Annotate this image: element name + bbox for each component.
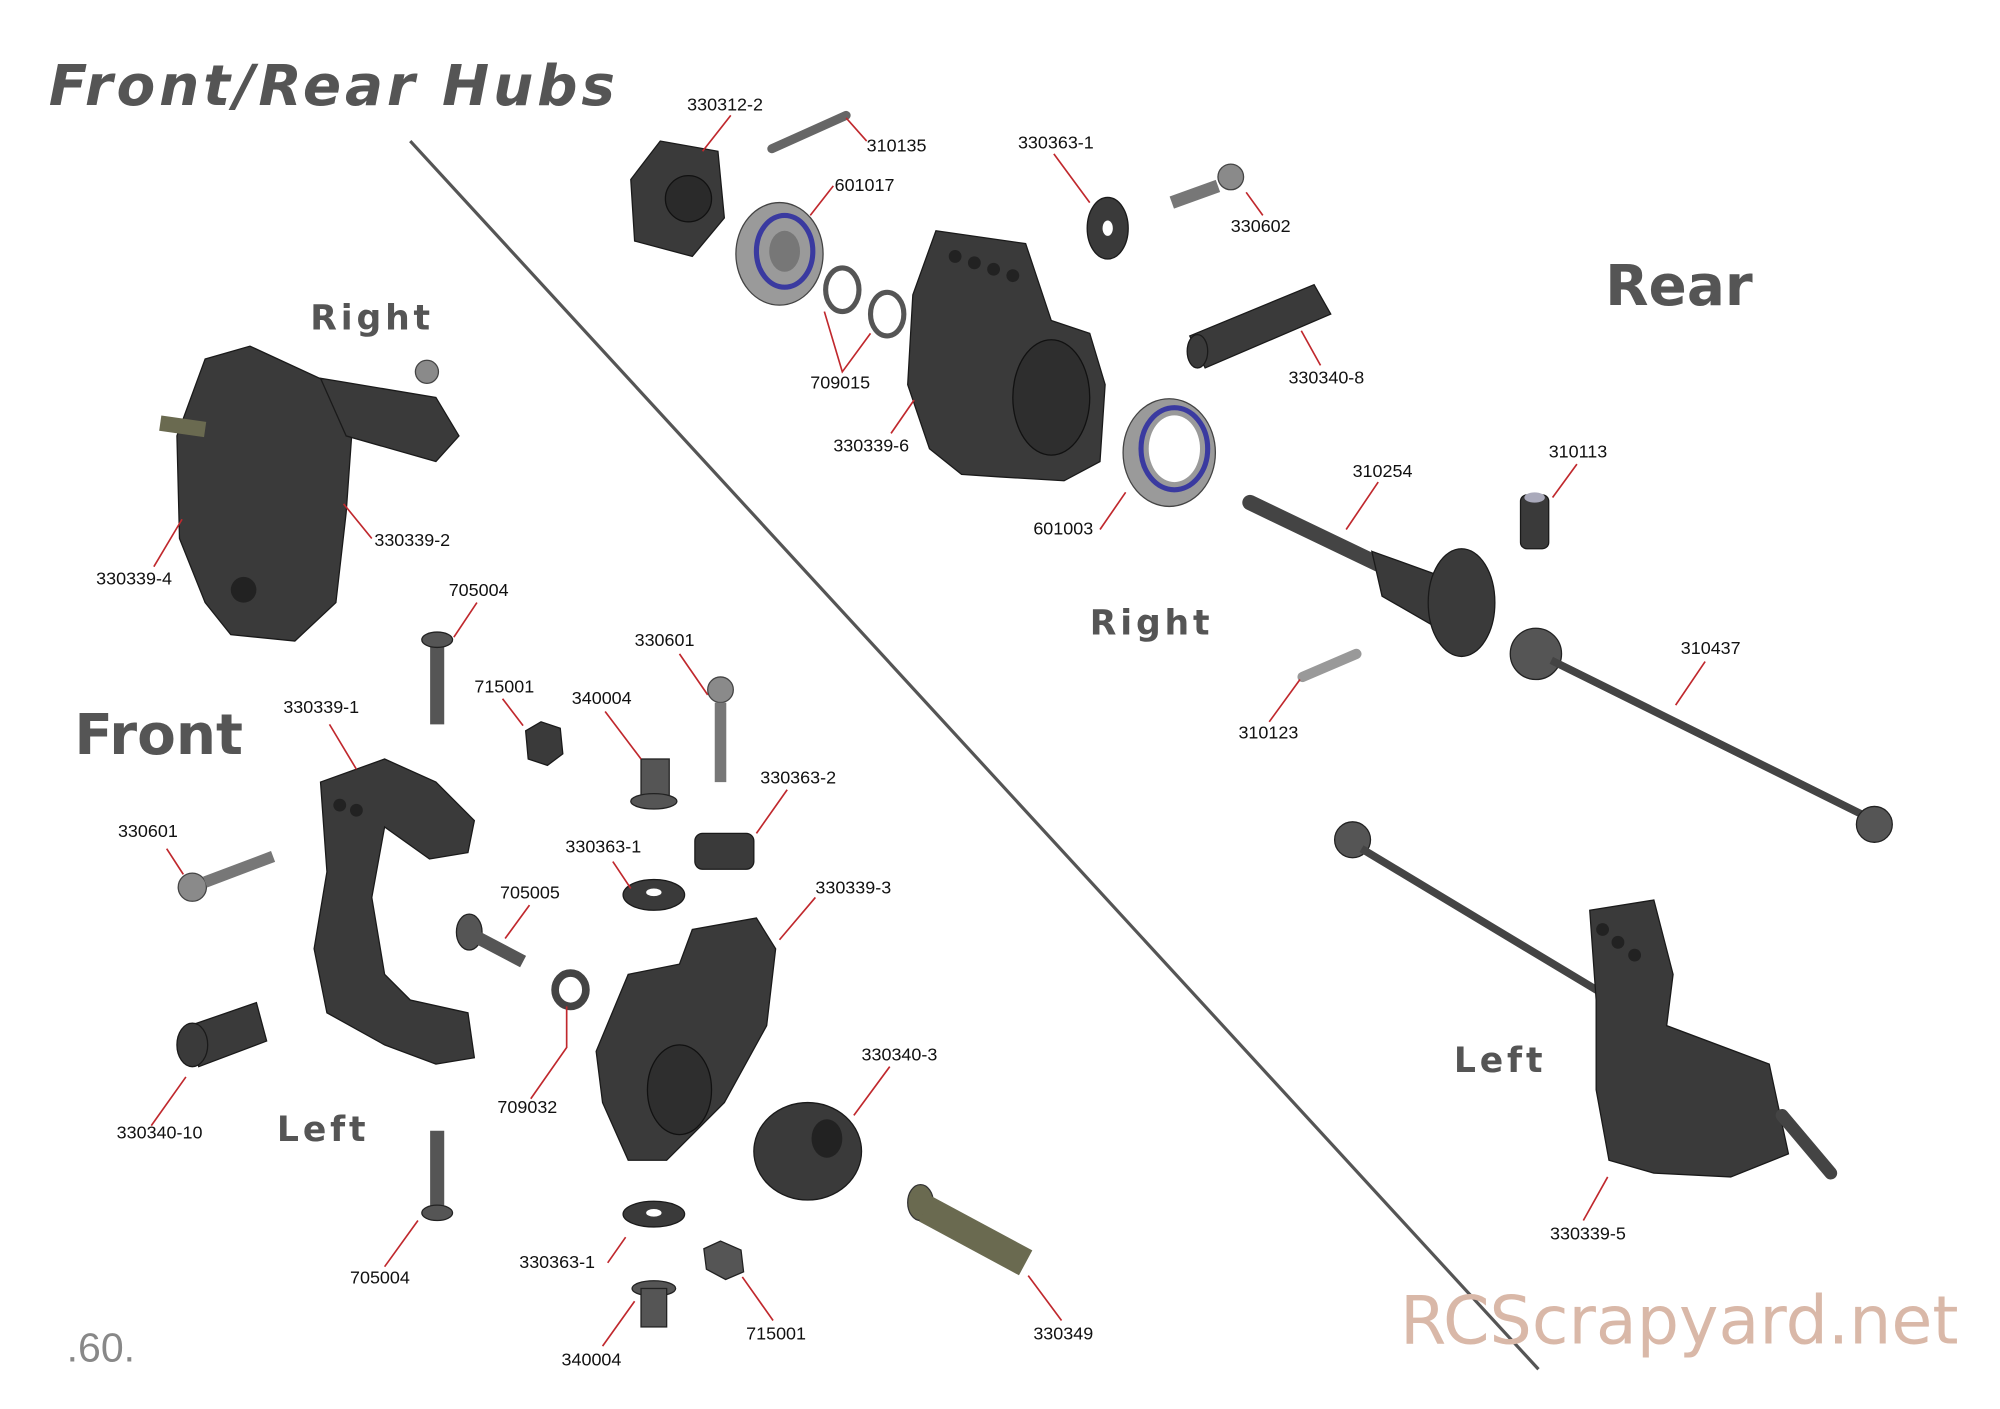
pin-part (767, 110, 851, 154)
spacer-part (176, 1001, 268, 1068)
rear-left-hub-part (1589, 899, 1838, 1180)
part-label: 330363-1 (519, 1252, 595, 1272)
part-label: 705005 (500, 883, 560, 903)
bushing-part (631, 1280, 677, 1328)
part-label: 705004 (449, 580, 509, 600)
part-label: 330363-1 (1018, 133, 1094, 153)
ball-stud-part (177, 851, 276, 902)
spacer-part (694, 832, 755, 870)
part-label: 310123 (1238, 722, 1298, 742)
driveshaft-part (1509, 627, 1893, 843)
part-label: 330340-10 (117, 1122, 203, 1142)
part-label: 330339-5 (1550, 1224, 1626, 1244)
screw-part (421, 631, 454, 725)
pin-part (1297, 648, 1362, 683)
part-label: 310113 (1549, 442, 1608, 462)
spacer-part (1186, 283, 1332, 369)
nut-part (524, 721, 564, 767)
part-label: 310135 (867, 135, 927, 155)
rear-hub-carrier-part (907, 230, 1106, 482)
section-rear-left: Left (1454, 1041, 1547, 1081)
part-label: 310437 (1681, 638, 1741, 658)
section-rear: Rear (1605, 254, 1753, 319)
part-label: 330339-4 (96, 569, 172, 589)
part-label: 715001 (746, 1324, 806, 1344)
part-label: 601003 (1033, 519, 1093, 539)
nut-part (703, 1240, 745, 1281)
leader-lines (150, 114, 1706, 1347)
driveshaft-part (1333, 821, 1605, 997)
part-label: 330601 (635, 630, 695, 650)
part-label: 340004 (562, 1349, 622, 1369)
part-label: 330363-1 (565, 837, 641, 857)
caster-block-part (313, 758, 476, 1065)
part-label: 709032 (497, 1097, 557, 1117)
section-rear-right: Right (1090, 604, 1214, 644)
ball-stud-part (1169, 163, 1245, 209)
screw-part (421, 1130, 454, 1222)
part-label: 330312-2 (687, 94, 763, 114)
part-label: 705004 (350, 1267, 410, 1287)
bearing-part (1122, 398, 1217, 508)
part-label: 340004 (572, 688, 632, 708)
page-title: Front/Rear Hubs (49, 54, 619, 119)
part-labels: 330312-2 310135 601017 709015 330339-6 3… (96, 94, 1740, 1369)
washer-part (622, 878, 686, 911)
bushing-part (630, 758, 678, 810)
washer-part (622, 1200, 686, 1228)
axle-stub-part (907, 1183, 1033, 1276)
hub-carrier-part (753, 1101, 863, 1201)
part-label: 330340-3 (862, 1044, 938, 1064)
part-label: 330349 (1033, 1324, 1093, 1344)
hex-hub-part (630, 140, 726, 258)
divider-line (409, 139, 1540, 1371)
axle-part (1242, 494, 1496, 658)
part-label: 330340-8 (1288, 367, 1364, 387)
part-label: 330339-6 (833, 435, 909, 455)
shim-part (823, 265, 907, 339)
part-label: 330339-1 (283, 697, 359, 717)
washer-part (1086, 196, 1129, 260)
screw-part (455, 913, 527, 968)
bearing-part (735, 201, 824, 306)
part-label: 601017 (835, 175, 895, 195)
part-label: 310254 (1353, 461, 1413, 481)
part-label: 330602 (1231, 216, 1291, 236)
section-front-right: Right (310, 299, 434, 339)
part-label: 330363-2 (760, 767, 836, 787)
watermark: RCScrapyard.net (1400, 1282, 1958, 1360)
part-label: 330339-3 (815, 878, 891, 898)
ball-stud-part (707, 676, 734, 783)
part-label: 715001 (474, 676, 534, 696)
part-label: 330601 (118, 821, 178, 841)
section-front-left: Left (277, 1110, 370, 1150)
steering-knuckle-part (595, 917, 777, 1161)
section-front: Front (74, 703, 243, 768)
part-label: 330339-2 (374, 530, 450, 550)
page-number: .60. (67, 1325, 135, 1371)
front-right-hub-assembly-part (159, 345, 460, 642)
washer-part (551, 969, 590, 1011)
collar-part (1519, 492, 1550, 550)
part-label: 709015 (810, 372, 870, 392)
